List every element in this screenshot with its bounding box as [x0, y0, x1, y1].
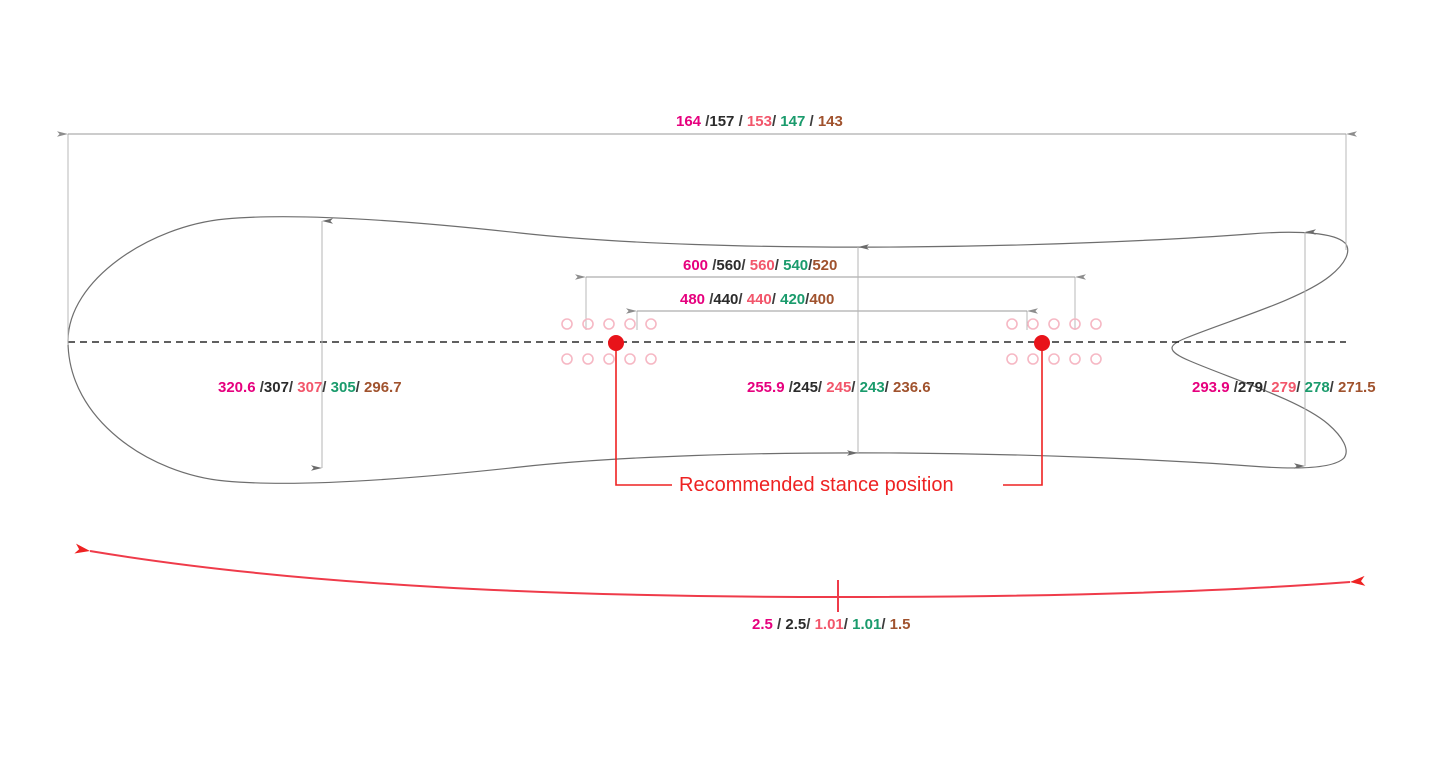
overall-length-v3: 153: [746, 113, 772, 130]
tail-width-v5: 271.5: [1338, 379, 1376, 396]
nose-width-v5: 296.7: [364, 379, 402, 396]
camber-profile: [74, 543, 1366, 612]
min-stance-v3: 440: [746, 291, 772, 308]
max-stance-v2: 560: [716, 257, 742, 274]
max-stance-v4: 540: [783, 257, 809, 274]
nose-width-v3: 307: [297, 379, 323, 396]
overall-length-v5: 143: [817, 113, 843, 130]
max-stance-v1: 600: [683, 257, 709, 274]
insert-holes-left: [561, 318, 657, 365]
min-stance-v2: 440: [713, 291, 739, 308]
waist-width-v1: 255.9: [747, 379, 785, 396]
waist-width-label: 255.9 /245/ 245/ 243/ 236.6: [747, 379, 931, 396]
overall-length-v2: 157: [709, 113, 735, 130]
tail-width-v1: 293.9: [1192, 379, 1230, 396]
insert-holes-right: [1006, 318, 1102, 365]
tail-width-label: 293.9 /279/ 279/ 278/ 271.5: [1192, 379, 1376, 396]
min-stance-v4: 420: [780, 291, 806, 308]
tail-width-v2: 279: [1237, 379, 1263, 396]
max-stance-width-label: 600 /560/ 560/ 540/520: [683, 257, 838, 274]
recommended-stance-caption: Recommended stance position: [679, 474, 954, 496]
min-stance-dimension: [626, 308, 1038, 330]
board-outline: [67, 216, 1349, 484]
overall-length-dimension: [57, 131, 1357, 345]
stance-leader-left: [608, 335, 672, 486]
min-stance-width-label: 480 /440/ 440/ 420/400: [680, 291, 835, 308]
stance-leader-right: [1003, 335, 1050, 486]
max-stance-v5: 520: [812, 257, 838, 274]
waist-width-v5: 236.6: [893, 379, 931, 396]
camber-v2: 2.5: [785, 616, 807, 633]
tail-width-v3: 279: [1271, 379, 1297, 396]
nose-width-v4: 305: [330, 379, 356, 396]
waist-width-v2: 245: [792, 379, 818, 396]
camber-v1: 2.5: [752, 616, 773, 633]
max-stance-v3: 560: [749, 257, 775, 274]
waist-width-v4: 243: [859, 379, 885, 396]
stance-marker-left[interactable]: [608, 335, 624, 351]
camber-v3: 1.01: [814, 616, 844, 633]
tail-width-v4: 278: [1304, 379, 1330, 396]
nose-width-label: 320.6 /307/ 307/ 305/ 296.7: [218, 379, 402, 396]
stance-marker-right[interactable]: [1034, 335, 1050, 351]
overall-length-label: 164 /157 / 153/ 147 / 143: [676, 113, 843, 130]
camber-label: 2.5 / 2.5/ 1.01/ 1.01/ 1.5: [752, 616, 911, 633]
min-stance-v1: 480: [680, 291, 706, 308]
nose-width-v1: 320.6: [218, 379, 256, 396]
max-stance-dimension: [575, 274, 1086, 330]
waist-width-v3: 245: [826, 379, 852, 396]
nose-width-v2: 307: [263, 379, 289, 396]
overall-length-v4: 147: [780, 113, 806, 130]
min-stance-v5: 400: [809, 291, 835, 308]
overall-length-v1: 164: [676, 113, 702, 130]
camber-v4: 1.01: [852, 616, 882, 633]
camber-v5: 1.5: [889, 616, 911, 633]
